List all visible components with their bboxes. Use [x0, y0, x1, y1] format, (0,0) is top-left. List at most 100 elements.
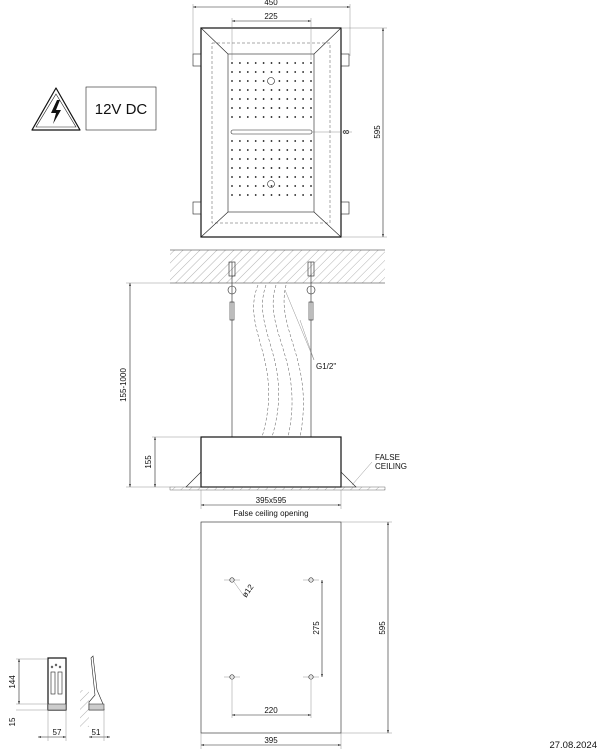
nozzle-dot	[254, 140, 257, 142]
nozzle-dot	[262, 71, 265, 73]
nozzle-dot	[286, 107, 289, 109]
nozzle-dot	[231, 116, 233, 118]
nozzle-dot	[254, 71, 257, 73]
nozzle-dot	[262, 98, 265, 100]
nozzle-dot	[231, 71, 233, 73]
nozzle-dot	[310, 158, 312, 160]
nozzle-dot	[239, 107, 241, 109]
connection-label: G1/2"	[316, 362, 336, 371]
nozzle-dot	[239, 89, 241, 91]
nozzle-dot	[278, 158, 281, 160]
nozzle-dot	[231, 98, 233, 100]
nozzle-dot	[302, 194, 304, 196]
nozzle-dot	[286, 116, 289, 118]
nozzle-dot	[294, 71, 297, 73]
nozzle-dot	[246, 176, 249, 178]
nozzle-dot	[254, 98, 257, 100]
nozzle-dot	[286, 176, 289, 178]
nozzle-dot	[302, 158, 304, 160]
nozzle-dot	[231, 149, 233, 151]
nozzle-dot	[310, 89, 312, 91]
top-width-dim: 450	[264, 0, 278, 7]
hole-h-spacing: 220	[264, 706, 278, 715]
nozzle-dot	[302, 149, 304, 151]
nozzle-dot	[310, 167, 312, 169]
control-base-dim: 15	[8, 717, 17, 726]
nozzle-dot	[231, 107, 233, 109]
nozzle-dot	[270, 158, 273, 160]
nozzle-dot	[302, 98, 304, 100]
nozzle-dot	[254, 176, 257, 178]
nozzle-dot	[262, 140, 265, 142]
nozzle-dot	[262, 158, 265, 160]
nozzle-dot	[278, 116, 281, 118]
nozzle-dot	[231, 89, 233, 91]
nozzle-dot	[286, 62, 289, 64]
nozzle-dot	[262, 107, 265, 109]
nozzle-dot	[270, 62, 273, 64]
nozzle-dot	[231, 80, 233, 82]
plate-width-dim: 395	[264, 736, 278, 745]
nozzle-dot	[294, 107, 297, 109]
nozzle-dot	[254, 89, 257, 91]
nozzle-dot	[286, 158, 289, 160]
nozzle-dot	[254, 167, 257, 169]
nozzle-dot	[239, 158, 241, 160]
top-height-dim: 595	[373, 125, 382, 139]
plate-height-dim: 595	[378, 621, 387, 635]
nozzle-dot	[294, 140, 297, 142]
nozzle-dot	[246, 62, 249, 64]
nozzle-dot	[270, 98, 273, 100]
nozzle-dot	[246, 107, 249, 109]
nozzle-dot	[286, 89, 289, 91]
control-width-dim: 57	[53, 728, 62, 737]
nozzle-dot	[286, 71, 289, 73]
drawing-date: 27.08.2024	[549, 740, 597, 751]
drop-dim: 155-1000	[119, 368, 128, 402]
nozzle-dot	[239, 185, 241, 187]
nozzle-dot	[246, 116, 249, 118]
nozzle-dot	[254, 194, 257, 196]
top-inner-width-dim: 225	[264, 12, 278, 21]
nozzle-dot	[254, 116, 257, 118]
false-ceiling-label-1: FALSE	[375, 453, 400, 462]
nozzle-dot	[278, 140, 281, 142]
nozzle-dot	[254, 62, 257, 64]
nozzle-dot	[310, 80, 312, 82]
nozzle-dot	[270, 176, 273, 178]
nozzle-dot	[294, 149, 297, 151]
nozzle-dot	[286, 98, 289, 100]
nozzle-dot	[254, 158, 257, 160]
nozzle-dot	[302, 89, 304, 91]
nozzle-dot	[262, 80, 265, 82]
nozzle-dot	[278, 194, 281, 196]
nozzle-dot	[254, 185, 257, 187]
nozzle-dot	[239, 116, 241, 118]
nozzle-dot	[231, 185, 233, 187]
nozzle-dot	[294, 89, 297, 91]
nozzle-dot	[294, 62, 297, 64]
voltage-box	[85, 86, 157, 131]
nozzle-dot	[246, 194, 249, 196]
false-ceiling-label-2: CEILING	[375, 462, 407, 471]
nozzle-dot	[270, 167, 273, 169]
nozzle-dot	[310, 71, 312, 73]
nozzle-dot	[262, 194, 265, 196]
nozzle-dot	[246, 71, 249, 73]
nozzle-dot	[246, 80, 249, 82]
nozzle-dot	[302, 80, 304, 82]
nozzle-dot	[302, 140, 304, 142]
nozzle-dot	[270, 185, 273, 187]
nozzle-dot	[278, 62, 281, 64]
nozzle-dot	[278, 167, 281, 169]
nozzle-dot	[294, 116, 297, 118]
nozzle-dot	[231, 140, 233, 142]
nozzle-dot	[246, 158, 249, 160]
nozzle-dot	[286, 185, 289, 187]
nozzle-dot	[270, 116, 273, 118]
nozzle-dot	[270, 194, 273, 196]
nozzle-dot	[254, 80, 257, 82]
nozzle-dot	[286, 140, 289, 142]
side-view	[126, 249, 386, 509]
nozzle-dot	[246, 185, 249, 187]
